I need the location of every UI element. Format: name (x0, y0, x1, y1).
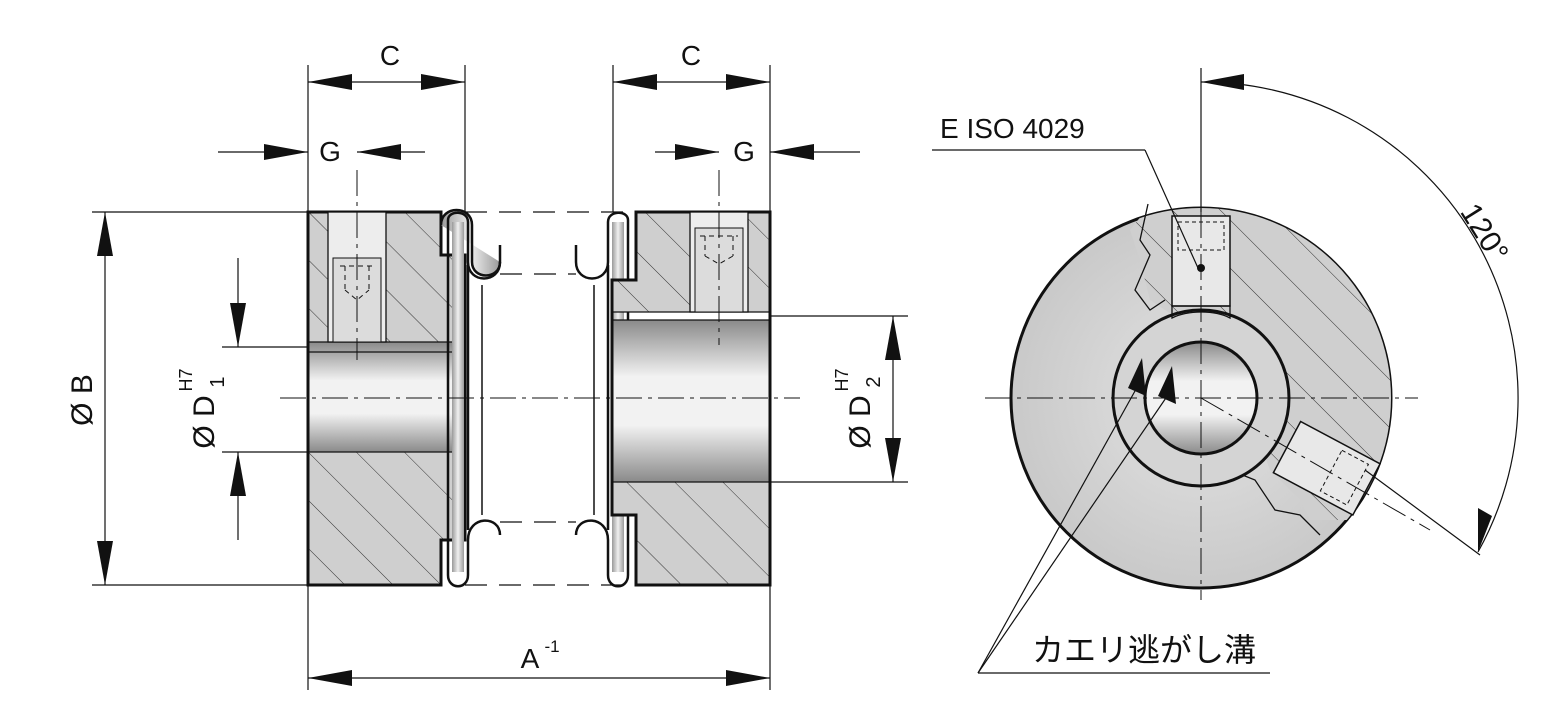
dimension-lines (92, 65, 908, 690)
label-diameter-d2: Ø D 2 H7 (832, 368, 885, 448)
label-d1-main: Ø D (188, 395, 221, 448)
label-c-right: C (681, 40, 701, 71)
label-d1-sub: 1 (207, 376, 229, 387)
label-g-left: G (319, 136, 341, 167)
label-a-main: A (521, 643, 540, 674)
label-d1-sup: H7 (176, 368, 196, 391)
label-d2-sup: H7 (832, 368, 852, 391)
label-angle: 120° (1454, 198, 1515, 268)
right-hub (610, 210, 772, 587)
leader-lines (932, 149, 1270, 674)
label-screw-spec: E ISO 4029 (940, 113, 1085, 144)
label-length-a: A -1 (521, 637, 560, 674)
label-a-sup: -1 (544, 637, 559, 656)
left-hub (306, 210, 467, 587)
label-diameter-d1: Ø D 1 H7 (176, 368, 229, 448)
label-d2-sub: 2 (863, 376, 885, 387)
label-diameter-b: Ø B (66, 374, 99, 426)
label-relief-groove: カエリ逃がし溝 (1032, 632, 1256, 668)
label-g-right: G (733, 136, 755, 167)
label-c-left: C (380, 40, 400, 71)
front-view (985, 68, 1519, 600)
label-d2-main: Ø D (844, 395, 877, 448)
